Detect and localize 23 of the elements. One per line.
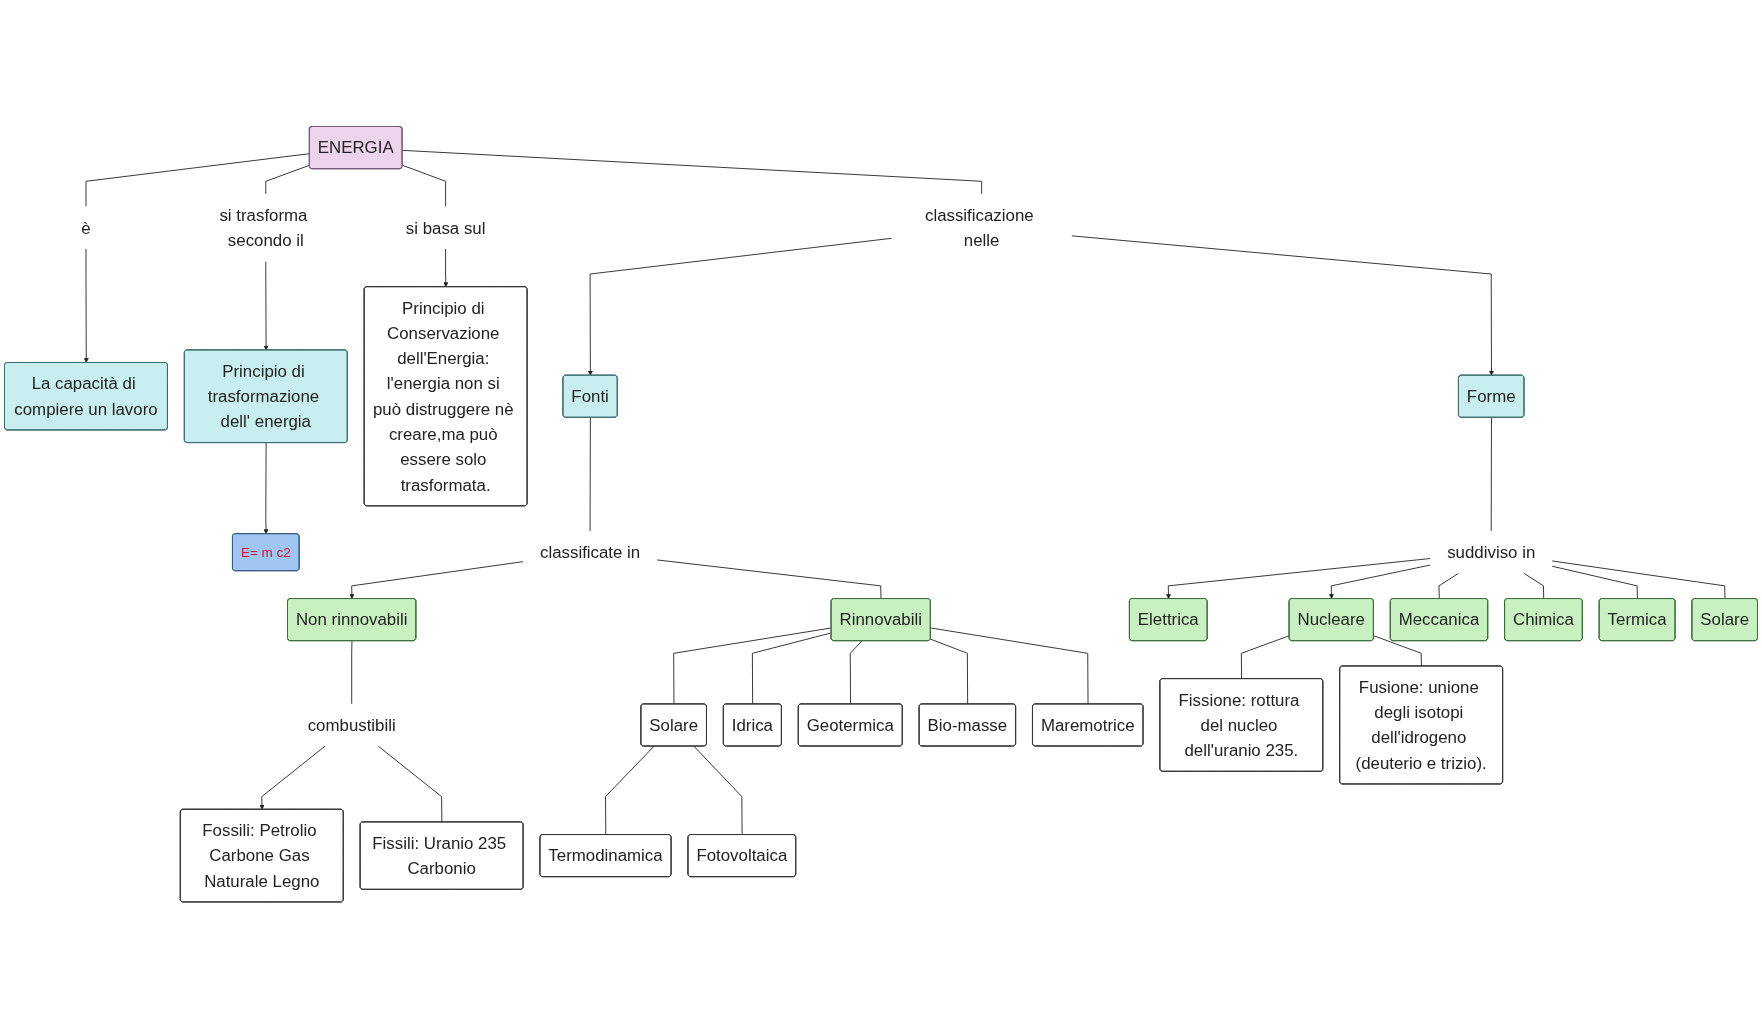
connector (849, 640, 863, 705)
node-text: combustibili (307, 715, 396, 734)
node-text: si trasforma secondo il (219, 205, 308, 250)
connector (589, 416, 591, 532)
connector (1438, 572, 1460, 599)
connector (656, 559, 882, 599)
node-text: suddiviso in (1447, 542, 1536, 562)
node-text: è (81, 218, 91, 237)
connector (351, 640, 353, 705)
connector (673, 627, 832, 705)
connector (930, 627, 1089, 705)
connector (1551, 565, 1638, 599)
node-text: si basa sul (405, 218, 486, 237)
connector (1523, 572, 1545, 599)
connector (1373, 635, 1422, 667)
node-text: classificazione nelle (924, 205, 1034, 250)
node-text: classificate in (539, 542, 641, 562)
connector (1240, 635, 1290, 680)
connector (1490, 416, 1492, 532)
connector (605, 745, 655, 836)
connector (693, 745, 743, 836)
connector (1551, 560, 1726, 599)
connector (377, 745, 443, 823)
